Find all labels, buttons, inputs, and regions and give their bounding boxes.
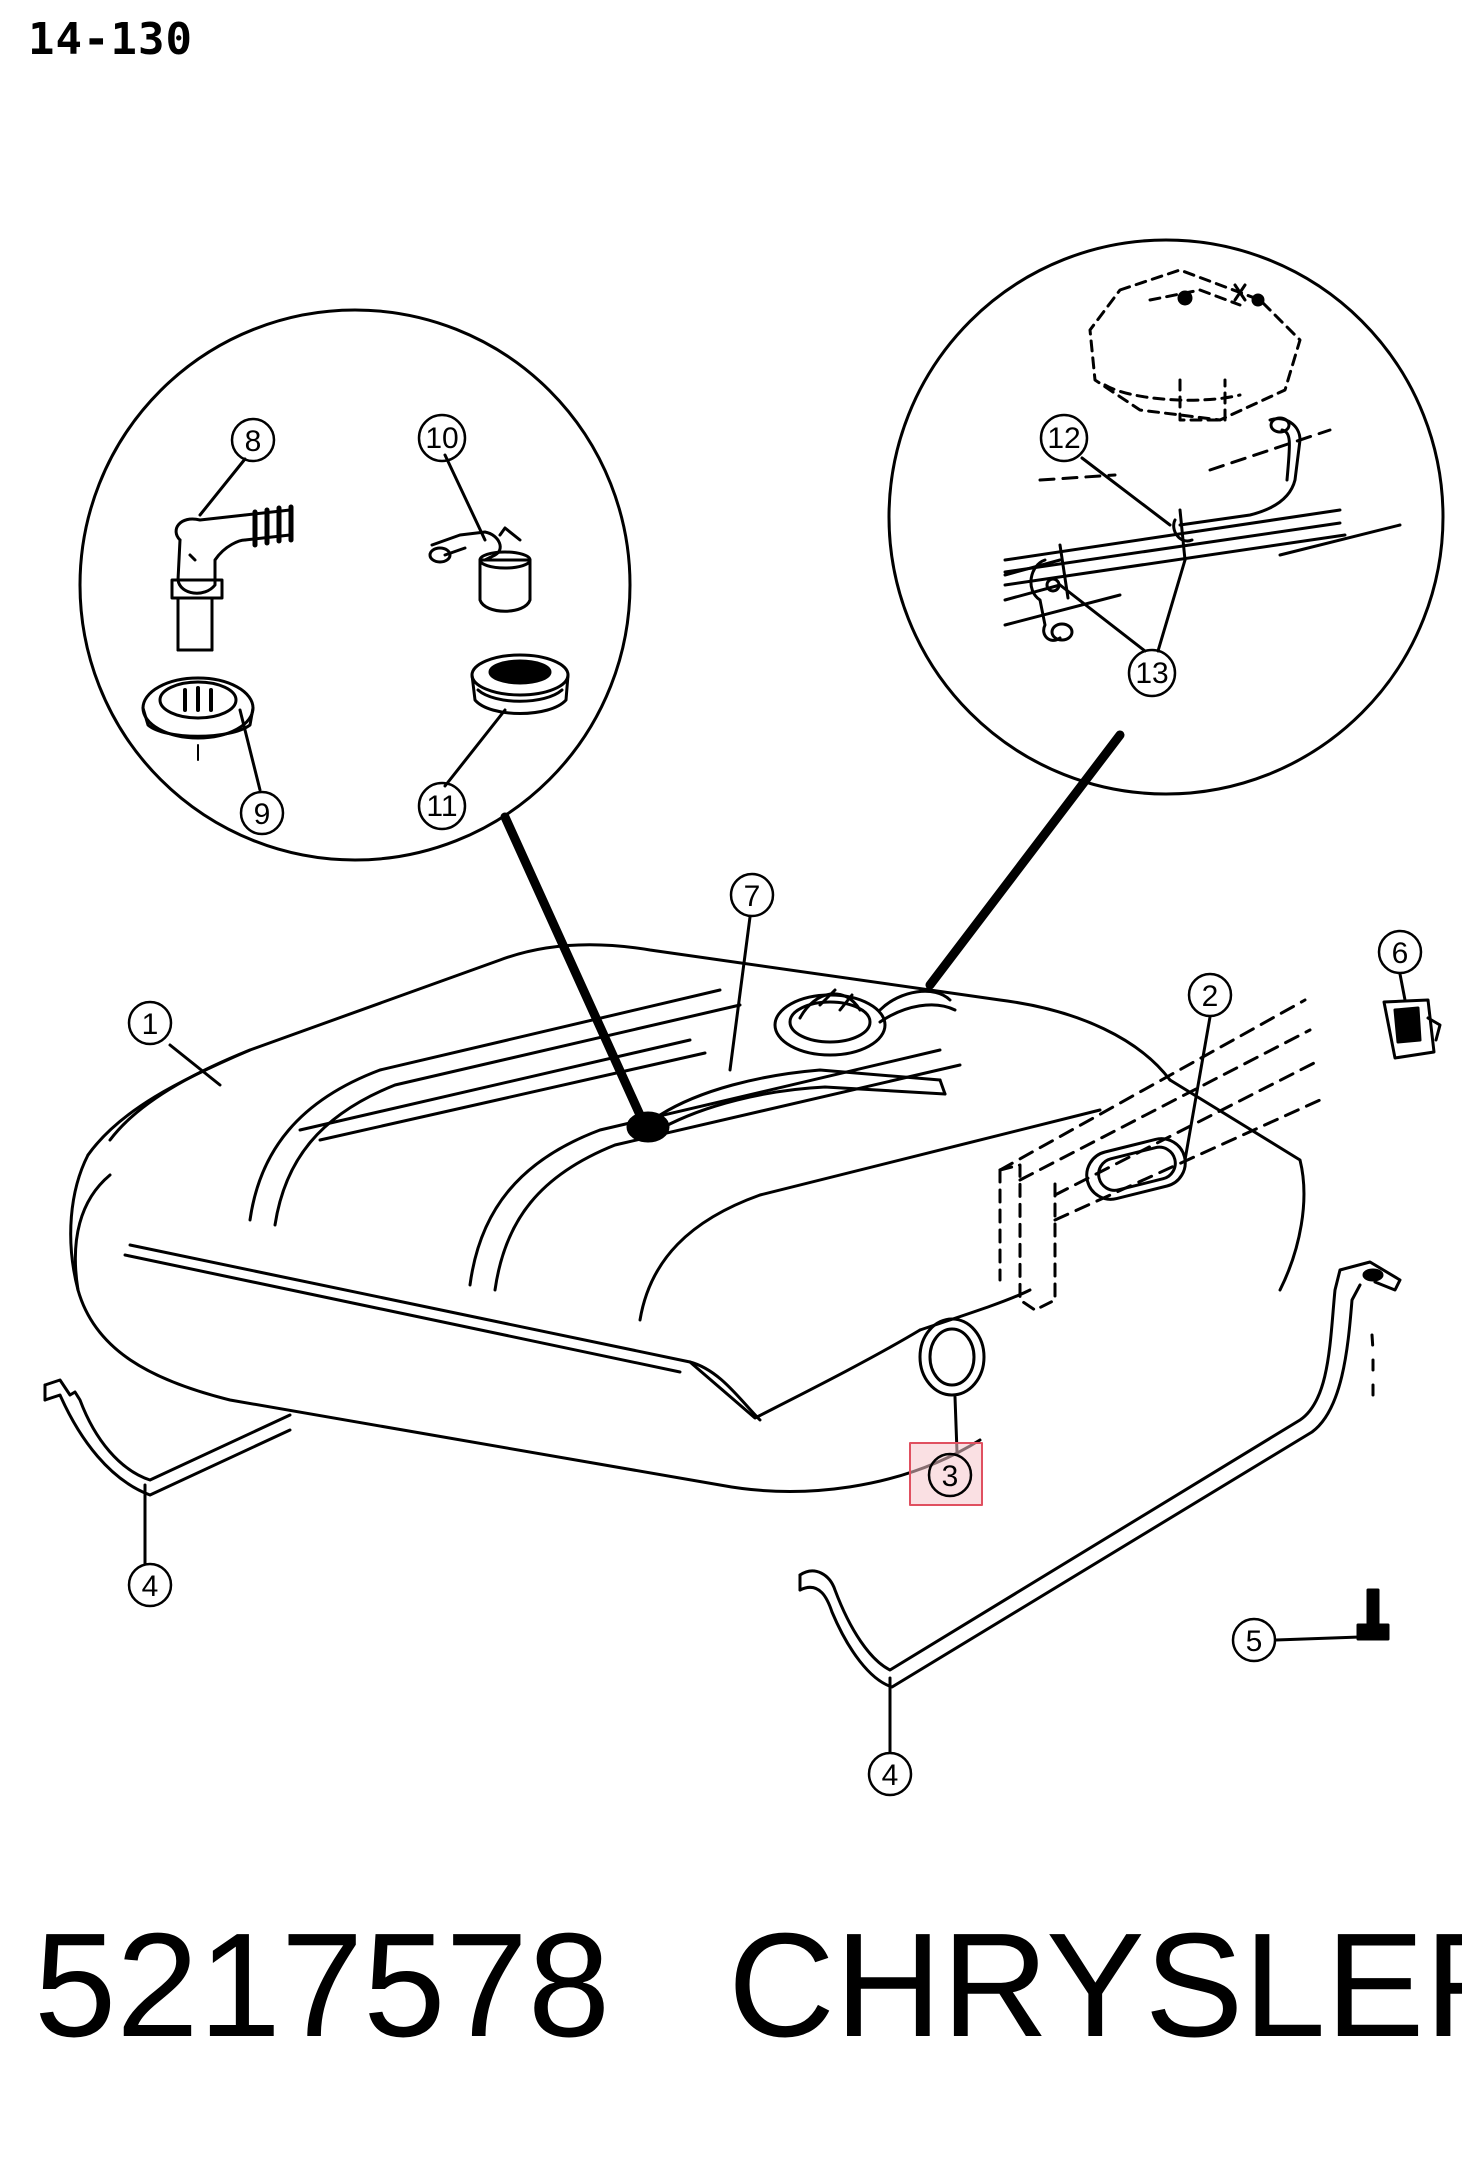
callout-label: 2: [1202, 980, 1219, 1013]
callout-label: 4: [882, 1759, 899, 1792]
callout-label: 12: [1047, 422, 1080, 455]
callout-5: 5: [1231, 1617, 1277, 1663]
gasket-ring: [918, 1317, 986, 1397]
callout-10: 10: [417, 413, 467, 463]
tank-strap-left: [43, 1378, 292, 1497]
page-code: 14-130: [28, 14, 193, 65]
leader-lines: [143, 453, 1407, 1754]
callout-13: 13: [1127, 648, 1177, 698]
callout-label: 13: [1135, 657, 1168, 690]
part-number: 5217578: [34, 1903, 611, 2068]
strap-bolt: [1356, 1333, 1390, 1641]
callout-label: 3: [942, 1460, 959, 1493]
callout-6: 6: [1377, 929, 1423, 975]
fuel-tank: [69, 943, 1306, 1493]
callout-4-right: 4: [867, 1751, 913, 1797]
callout-label: 8: [245, 425, 262, 458]
callout-label: 11: [426, 790, 457, 823]
heat-shield-bracket: [998, 998, 1322, 1312]
callout-label: 1: [142, 1008, 159, 1041]
tank-strap-right: [798, 1260, 1402, 1689]
callout-3-highlighted: 3: [909, 1442, 983, 1506]
callout-2: 2: [1187, 972, 1233, 1018]
callout-7: 7: [729, 872, 775, 918]
detail-circle-right: [887, 238, 1445, 990]
callout-9: 9: [239, 790, 285, 836]
callout-label: 7: [744, 880, 761, 913]
callout-label: 4: [142, 1570, 159, 1603]
brand-name: CHRYSLER: [728, 1903, 1462, 2068]
callout-11: 11: [417, 781, 467, 831]
callout-1: 1: [127, 1000, 173, 1046]
callout-label: 6: [1392, 937, 1409, 970]
callout-12: 12: [1039, 413, 1089, 463]
callout-label: 5: [1246, 1625, 1263, 1658]
callout-4-left: 4: [127, 1562, 173, 1608]
callout-label: 9: [254, 798, 271, 831]
callout-label: 10: [425, 422, 458, 455]
clip-part: [1382, 998, 1442, 1060]
callout-8: 8: [230, 417, 276, 463]
detail-circle-left: [78, 308, 645, 1120]
